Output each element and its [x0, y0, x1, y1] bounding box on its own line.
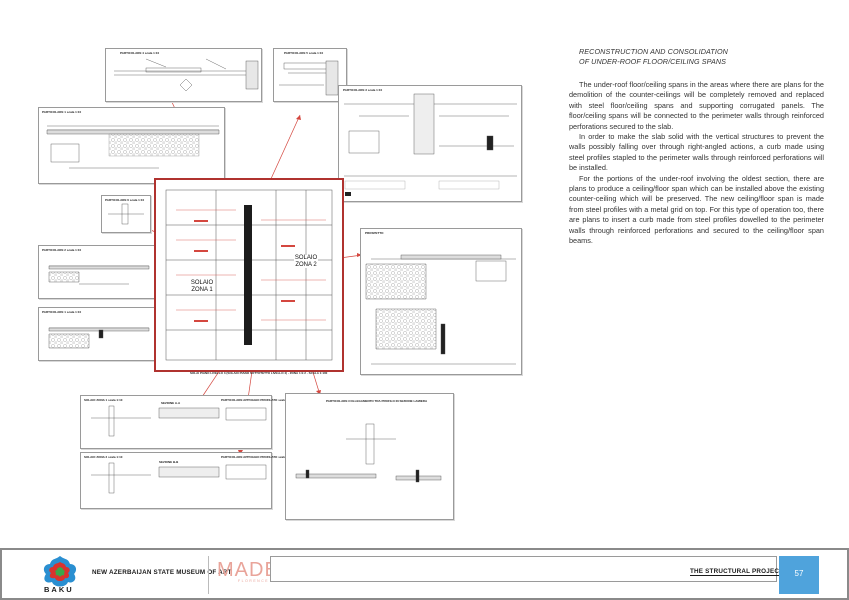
detail-sheet-4: PARTICOLARE 4 scala 1:10: [105, 48, 262, 102]
footer-inner: BAKU NEW AZERBAIJAN STATE MUSEUM OF ART …: [2, 550, 847, 598]
detail-label: PARTICOLARE 3 scala 1:10: [343, 88, 383, 92]
detail-sheet-section-right: PARTICOLARE 3 scala 1:10: [338, 85, 522, 202]
paragraph-3: For the portions of the under-roof invol…: [569, 173, 824, 246]
detail-label: PARTICOLARE 4 scala 1:10: [120, 51, 160, 55]
footer-divider: [208, 556, 209, 594]
detail-sheet-left-bottom: PARTICOLARE 1 scala 1:10: [38, 307, 155, 361]
paragraph-1: The under-roof floor/ceiling spans in th…: [569, 80, 824, 131]
paragraph-2: In order to make the slab solid with the…: [569, 132, 824, 173]
detail-label: SEZIONE A-A: [161, 401, 181, 405]
technical-drawings: PARTICOLARE 4 scala 1:10 PARTICOLARE 5 s…: [38, 48, 522, 520]
detail-sheet-1: PARTICOLARE 1 scala 1:10: [38, 107, 225, 184]
description-text: RECONSTRUCTION AND CONSOLIDATION OF UNDE…: [569, 47, 824, 247]
footer: BAKU NEW AZERBAIJAN STATE MUSEUM OF ART …: [0, 548, 849, 600]
city-name: BAKU: [44, 585, 74, 594]
detail-label: SOLAIO ZONA 2 scala 1:10: [84, 455, 123, 459]
detail-label: SEZIONE B-B: [159, 460, 179, 464]
made-logo: MADE: [217, 559, 279, 581]
detail-label: PARTICOLARE 6 scala 1:10: [105, 198, 145, 202]
detail-sheet-2: PARTICOLARE 2 scala 1:10: [38, 245, 155, 299]
detail-label: PARTICOLARE 2 scala 1:10: [42, 248, 82, 252]
detail-sheet-zona-1: SOLAIO ZONA 1 scala 1:10 SEZIONE A-A PAR…: [80, 395, 293, 449]
detail-label: PROSPETTO: [365, 231, 384, 235]
floor-plan: SOLAIO ZONA 1 SOLAIO ZONA 2: [154, 178, 344, 372]
page-number: 57: [779, 556, 819, 594]
detail-sheet-6: PARTICOLARE 6 scala 1:10: [101, 195, 151, 233]
detail-sheet-collegamento: PARTICOLARE COLLEGAMENTO TRA PROFILO IN …: [285, 393, 454, 520]
zone-1-label: SOLAIO ZONA 1: [190, 280, 214, 293]
section-title: THE STRUCTURAL PROJECT: [690, 568, 784, 576]
detail-label: SOLAIO ZONA 1 scala 1:10: [84, 398, 123, 402]
detail-label: PARTICOLARE 1 scala 1:10: [42, 110, 82, 114]
detail-label: PARTICOLARE 1 scala 1:10: [42, 310, 82, 314]
detail-label: PARTICOLARE COLLEGAMENTO TRA PROFILO IN …: [326, 399, 428, 403]
plan-caption: SOLAI PIANO LIVELLO 3 (SOLAIO PIANO SOTT…: [190, 371, 328, 375]
zone-2-text: SOLAIO ZONA 2: [294, 255, 318, 268]
detail-sheet-zona-2: SOLAIO ZONA 2 scala 1:10 SEZIONE B-B PAR…: [80, 452, 293, 509]
zone-1-text: SOLAIO ZONA 1: [190, 280, 214, 293]
heading-line-2: OF UNDER-ROOF FLOOR/CEILING SPANS: [579, 57, 727, 66]
heading-line-1: RECONSTRUCTION AND CONSOLIDATION: [579, 47, 728, 56]
detail-sheet-5: PARTICOLARE 5 scala 1:10: [273, 48, 347, 102]
detail-label: PARTICOLARE 5 scala 1:10: [284, 51, 324, 55]
made-logo-subtitle: FLORENCE: [238, 579, 270, 583]
baku-logo-icon: [43, 556, 77, 587]
footer-title-box: [270, 556, 777, 582]
section-heading: RECONSTRUCTION AND CONSOLIDATION OF UNDE…: [579, 47, 824, 67]
detail-label: PARTICOLARE APPOGGIO PROFILATO scala 1:1…: [221, 398, 293, 402]
museum-name: NEW AZERBAIJAN STATE MUSEUM OF ART: [92, 569, 232, 576]
detail-sheet-prospetto: PROSPETTO: [360, 228, 522, 375]
detail-label: PARTICOLARE APPOGGIO PROFILATO scala 1:1…: [221, 455, 293, 459]
zone-2-label: SOLAIO ZONA 2: [294, 255, 318, 268]
